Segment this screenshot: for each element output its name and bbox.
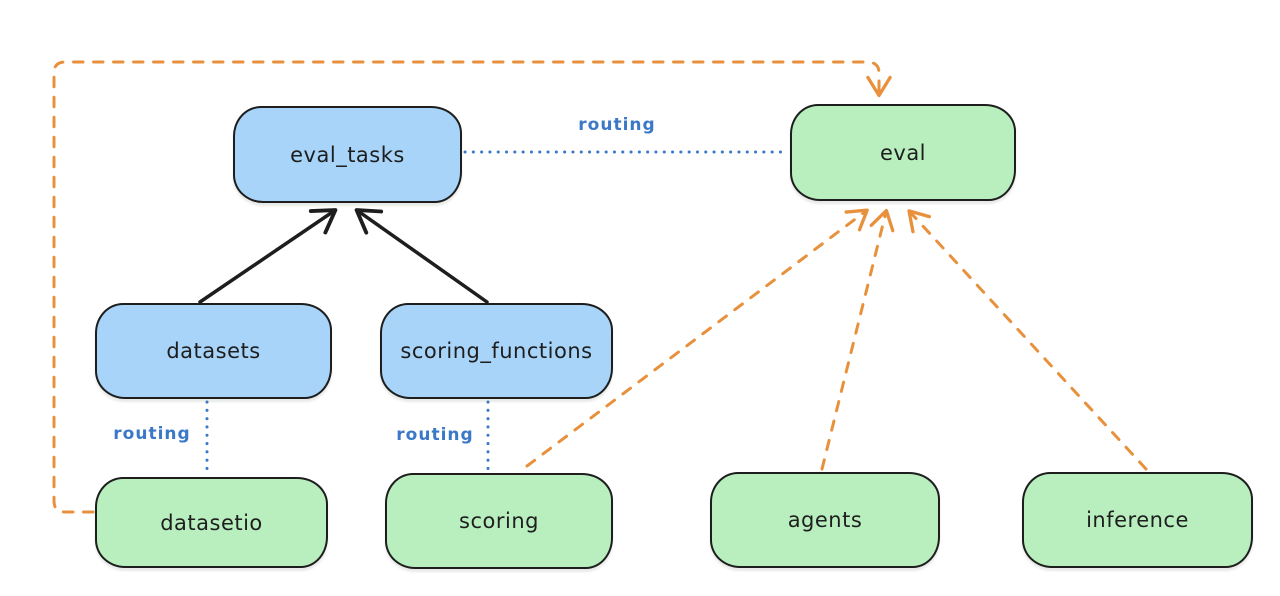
node-eval-tasks: eval_tasks [233,106,462,203]
node-datasetio: datasetio [95,477,328,568]
node-label: eval_tasks [290,142,405,167]
edge-label-routing-left: routing [113,424,191,444]
edge-scoring-functions-to-eval-tasks [354,208,489,304]
node-label: scoring [459,509,539,533]
node-scoring-functions: scoring_functions [380,303,613,399]
node-label: scoring_functions [400,339,593,363]
node-label: inference [1086,508,1189,532]
node-datasets: datasets [95,303,332,399]
node-scoring: scoring [385,473,613,569]
node-agents: agents [710,472,940,568]
edge-datasets-to-eval-tasks [198,208,338,304]
edge-agents-to-eval [820,208,895,471]
node-label: eval [879,140,927,165]
edge-inference-to-eval [907,209,1148,471]
edge-label-routing-mid: routing [396,425,474,445]
edge-label-routing-top: routing [578,115,656,135]
node-label: datasetio [160,510,263,535]
node-inference: inference [1022,472,1253,568]
node-label: datasets [166,339,261,363]
node-label: agents [787,508,863,532]
node-eval: eval [790,104,1016,201]
